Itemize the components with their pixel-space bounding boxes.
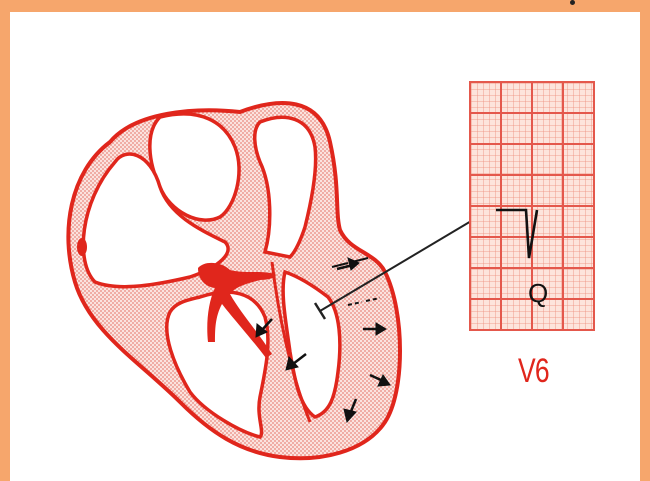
diagram-panel: Q V6 [10,12,640,481]
diagram-canvas [10,12,640,481]
sinoatrial-node [77,238,87,256]
ecg-lead-label: V6 [518,352,549,391]
q-wave-label: Q [528,278,548,309]
heart-diagram [68,103,400,458]
top-edge-dot [570,0,575,5]
